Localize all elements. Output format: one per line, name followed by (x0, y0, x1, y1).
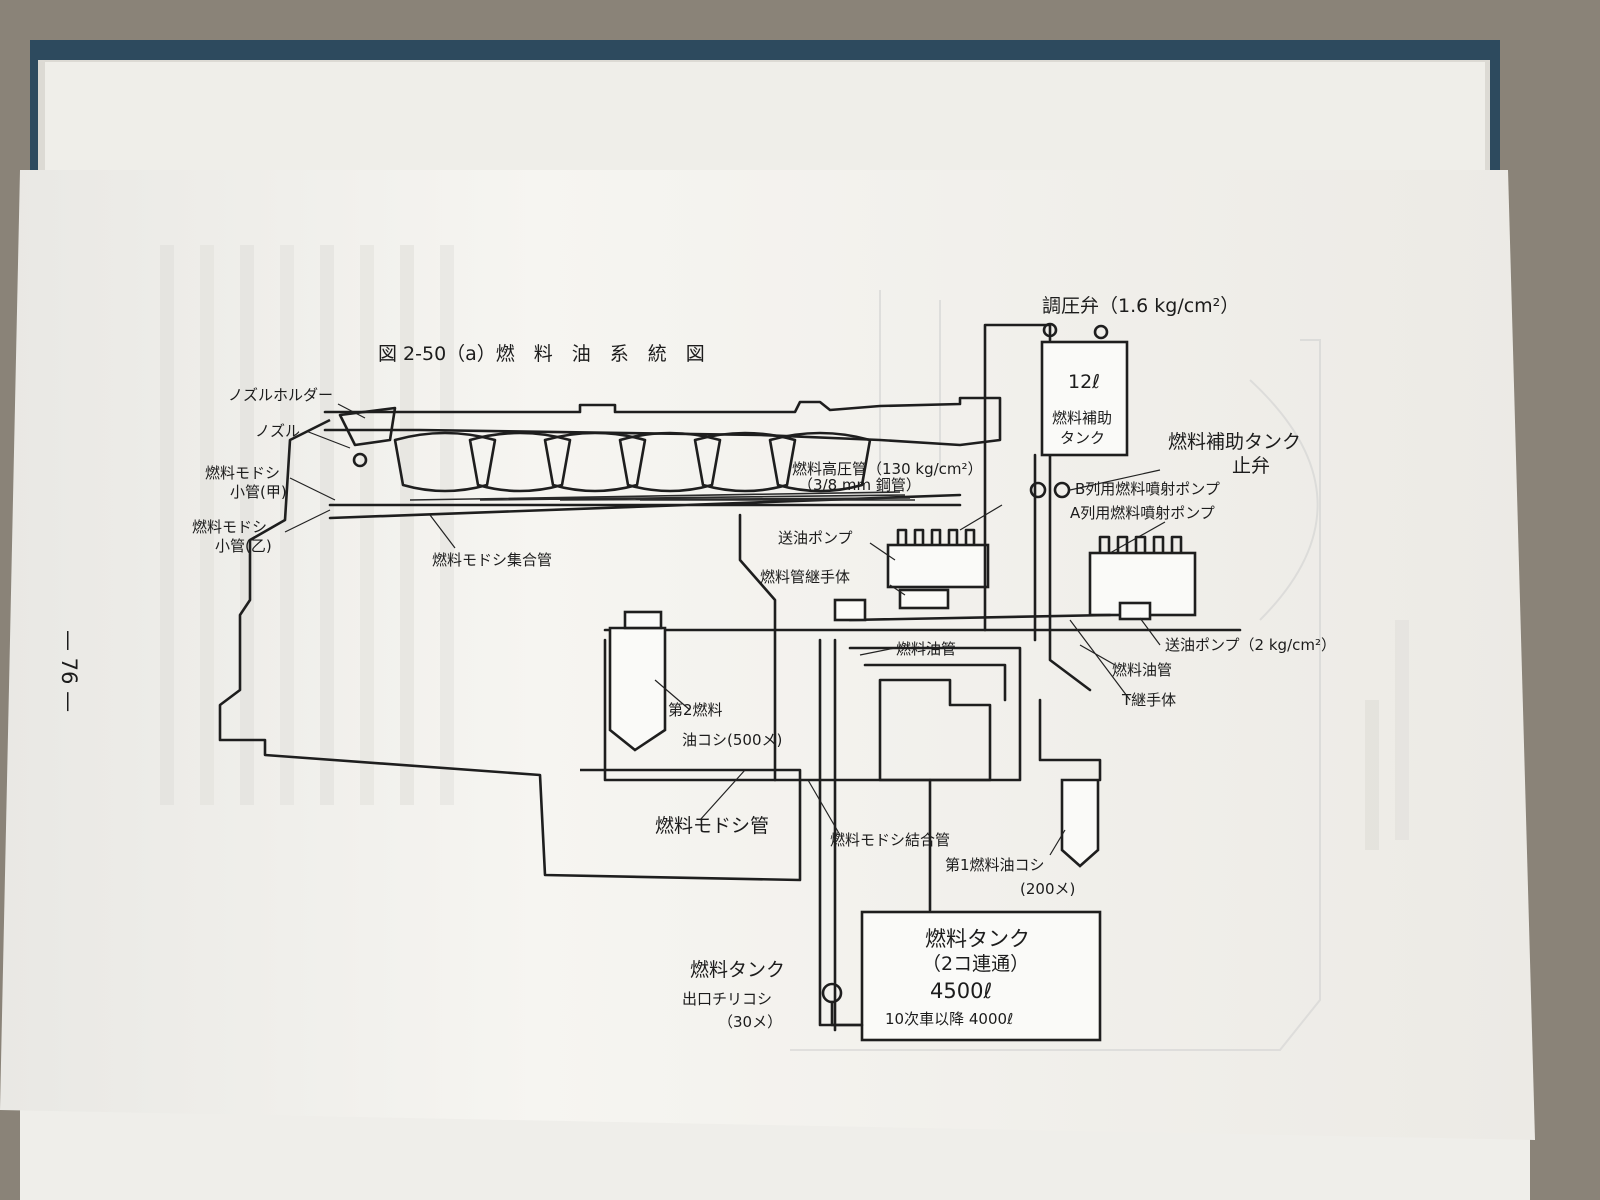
label-aux-tank-stop-valve-2: 止弁 (1232, 455, 1270, 477)
label-outlet-strainer-1: 燃料タンク (690, 959, 785, 981)
feed-pump-body (898, 588, 950, 610)
engine-block-outline (218, 418, 802, 882)
label-regulating-valve: 調圧弁（1.6 kg/cm²） (1042, 295, 1239, 317)
label-a-row-pump: A列用燃料噴射ポンプ (1070, 504, 1215, 522)
fuel-pipe-lower-2 (863, 663, 1007, 702)
fuel-tank-box (860, 910, 1102, 1042)
label-fuel-pipe-right: 燃料油管 (1112, 661, 1172, 679)
upper-manifold (323, 396, 1002, 447)
engine-diagram (218, 322, 1242, 1042)
label-feed-pump-pressure: 送油ポンプ（2 kg/cm²） (1165, 636, 1336, 654)
label-pipe-joint: 燃料管継手体 (760, 568, 850, 586)
label-fuel-tank-volume-late: 10次車以降 4000ℓ (885, 1010, 1013, 1028)
label-outlet-strainer-2: 出口チリコシ (682, 990, 772, 1008)
center-duct (738, 513, 777, 782)
bleed-through-text (160, 245, 1409, 1051)
second-filter-cap (623, 610, 663, 630)
label-feed-pump-upper: 送油ポンプ (778, 529, 853, 547)
regulating-valve-symbol (1042, 322, 1058, 338)
cylinder-4 (618, 431, 722, 493)
label-return-small-pipe-b-2: 小管(乙) (215, 537, 272, 555)
cylinder-2 (468, 431, 572, 493)
label-fuel-tank-note: （2コ連通） (922, 953, 1029, 975)
label-first-filter-1: 第1燃料油コシ (945, 856, 1045, 874)
label-fuel-pipe-left: 燃料油管 (896, 640, 956, 658)
b-row-pump-body (886, 543, 990, 589)
b-row-pump-plungers (896, 528, 976, 545)
second-filter (608, 626, 667, 752)
page-number: — 76 — (57, 630, 81, 712)
label-aux-tank-name-1: 燃料補助 (1052, 409, 1112, 427)
inner-block (878, 678, 992, 782)
stop-valve-1 (1029, 481, 1047, 499)
diagram-labels: 図 2-50（a）燃 料 油 系 統 図 ノズルホルダー ノズル 燃料モドシ 小… (57, 295, 1336, 1031)
label-t-joint: T継手体 (1121, 691, 1176, 709)
main-fuel-pipe-2 (848, 613, 1112, 622)
cylinder-6 (768, 431, 872, 493)
tank-outlet-pipe (830, 1000, 864, 1027)
label-high-pressure-pipe-2: （3/8 mm 鋼管） (798, 476, 921, 494)
label-return-joint-pipe: 燃料モドシ結合管 (830, 831, 950, 849)
label-fuel-tank-name: 燃料タンク (925, 927, 1030, 951)
aux-riser-2 (1048, 453, 1092, 692)
label-return-small-pipe-a-2: 小管(甲) (230, 483, 287, 501)
label-aux-tank-stop-valve-1: 燃料補助タンク (1168, 431, 1301, 453)
label-aux-tank-volume: 12ℓ (1068, 371, 1100, 393)
label-b-row-pump: B列用燃料噴射ポンプ (1075, 480, 1220, 498)
a-row-pump-plungers (1098, 535, 1183, 553)
high-pressure-pipes (409, 491, 915, 501)
label-second-filter-2: 油コシ(500メ) (682, 731, 782, 749)
cylinder-1 (393, 431, 497, 493)
label-aux-tank-name-2: タンク (1060, 429, 1105, 447)
label-fuel-tank-volume: 4500ℓ (930, 979, 992, 1003)
label-return-manifold: 燃料モドシ集合管 (432, 551, 552, 569)
fuel-pipe-lower (603, 638, 1022, 782)
leader-lines (284, 403, 1166, 856)
aux-tank-box (1040, 340, 1129, 457)
aux-tank-cap (1093, 324, 1109, 340)
label-first-filter-2: (200メ) (1020, 880, 1075, 898)
label-return-small-pipe-b-1: 燃料モドシ (192, 518, 267, 536)
label-high-pressure-pipe-1: 燃料高圧管（130 kg/cm²） (792, 460, 983, 478)
stop-valve-2 (1053, 481, 1071, 499)
first-filter-pipe (1038, 698, 1102, 782)
nozzle-holder-symbol (338, 406, 397, 447)
label-nozzle-holder: ノズルホルダー (228, 386, 333, 404)
label-return-small-pipe-a-1: 燃料モドシ (205, 464, 280, 482)
cylinder-3 (543, 431, 647, 493)
t-joint-block (1118, 601, 1152, 621)
cylinder-5 (693, 431, 797, 493)
label-second-filter-1: 第2燃料 (668, 701, 723, 719)
first-filter (1060, 778, 1100, 868)
aux-riser-1 (983, 323, 1052, 632)
upper-page-edge (45, 62, 1485, 172)
figure-title: 図 2-50（a）燃 料 油 系 統 図 (378, 343, 705, 365)
label-nozzle: ノズル (255, 422, 300, 440)
nozzle-symbol (352, 452, 368, 468)
label-outlet-strainer-3: （30メ） (718, 1013, 782, 1031)
label-return-pipe: 燃料モドシ管 (655, 815, 769, 837)
pipe-joint-block (833, 598, 867, 622)
